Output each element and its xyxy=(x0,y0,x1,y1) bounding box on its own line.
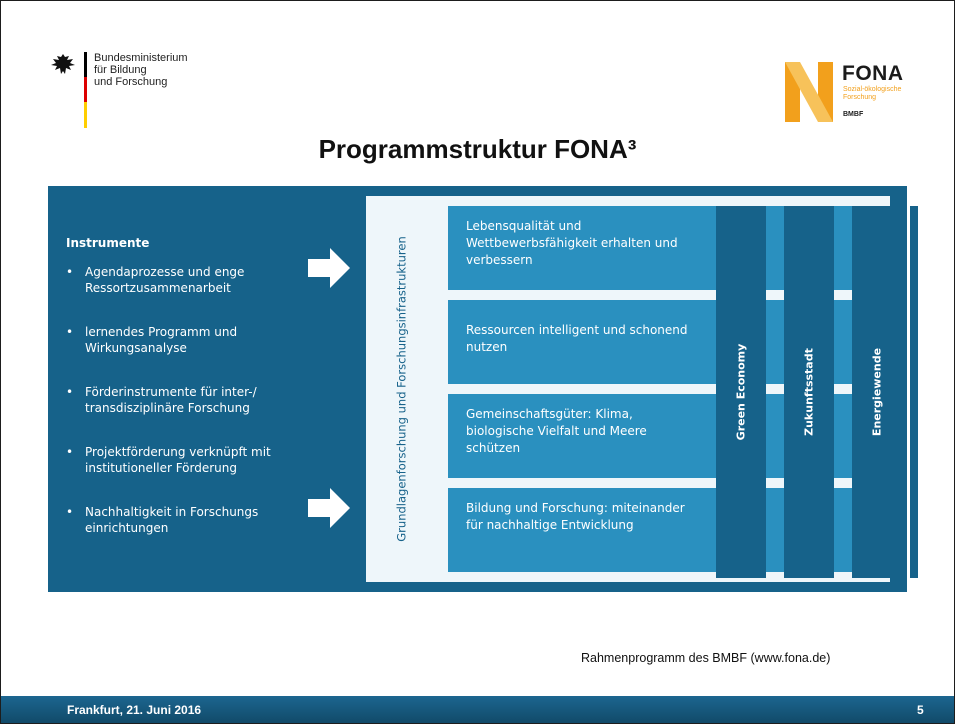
fona-subtitle-line: Forschung xyxy=(843,94,877,101)
leitinitiative-column: Zukunftsstadt xyxy=(784,206,834,578)
page-title: Programmstruktur FONA³ xyxy=(318,134,637,164)
fona-n-icon xyxy=(785,62,833,122)
instruments-heading: Instrumente xyxy=(66,236,150,250)
list-item: lernendes Programm und Wirkungsanalyse xyxy=(64,324,324,384)
vertical-label-text: Grundlagenforschung und Forschungsinfras… xyxy=(394,236,409,542)
fona-org: BMBF xyxy=(843,111,864,118)
leitinitiative-column: Green Economy xyxy=(716,206,766,578)
footer-bar: Frankfurt, 21. Juni 2016 5 xyxy=(1,696,954,723)
ministry-line: Bundesministerium xyxy=(94,52,188,64)
column-edge xyxy=(910,206,918,578)
leitinitiative-column: Energiewende xyxy=(852,206,902,578)
footer-date: Frankfurt, 21. Juni 2016 xyxy=(67,703,202,717)
action-field-label: Bildung und Forschung: miteinander für n… xyxy=(466,501,685,532)
list-item: Nachhaltigkeit in Forschungs einrichtung… xyxy=(64,504,324,564)
list-item: Projektförderung verknüpft mit instituti… xyxy=(64,444,324,504)
page-number: 5 xyxy=(917,703,924,717)
ministry-line: und Forschung xyxy=(94,76,168,88)
list-item: Agendaprozesse und enge Ressortzusammena… xyxy=(64,264,324,324)
ministry-name: Bundesministerium für Bildung und Forsch… xyxy=(94,52,188,88)
program-structure-diagram: Instrumente Agendaprozesse und enge Ress… xyxy=(48,186,918,592)
list-item: Förderinstrumente für inter-/ transdiszi… xyxy=(64,384,324,444)
fona-name: FONA xyxy=(842,62,904,85)
column-label: Green Economy xyxy=(734,343,748,441)
instruments-list: Agendaprozesse und enge Ressortzusammena… xyxy=(64,264,324,564)
column-label: Energiewende xyxy=(870,347,884,437)
action-field-label: Gemeinschaftsgüter: Klima, biologische V… xyxy=(466,407,647,455)
fona-subtitle-line: Sozial-ökologische xyxy=(843,86,902,93)
fona-logo: FONA Sozial-ökologische Forschung BMBF xyxy=(785,62,925,124)
vertical-label: Grundlagenforschung und Forschungsinfras… xyxy=(382,206,422,572)
fona-subtitle: Sozial-ökologische Forschung xyxy=(843,86,901,102)
action-field-label: Lebensqualität und Wettbewerbsfähigkeit … xyxy=(466,219,678,267)
arrow-right-icon xyxy=(308,488,350,528)
flag-bar xyxy=(84,52,87,128)
ministry-line: für Bildung xyxy=(94,64,147,76)
structure-panel: Grundlagenforschung und Forschungsinfras… xyxy=(366,196,918,582)
source-caption: Rahmenprogramm des BMBF (www.fona.de) xyxy=(581,651,831,665)
federal-eagle-icon xyxy=(51,54,75,74)
arrow-right-icon xyxy=(308,248,350,288)
ministry-logo: Bundesministerium für Bildung und Forsch… xyxy=(50,52,290,130)
column-label: Zukunftsstadt xyxy=(802,348,816,436)
action-field-label: Ressourcen intelligent und schonend nutz… xyxy=(466,323,688,354)
